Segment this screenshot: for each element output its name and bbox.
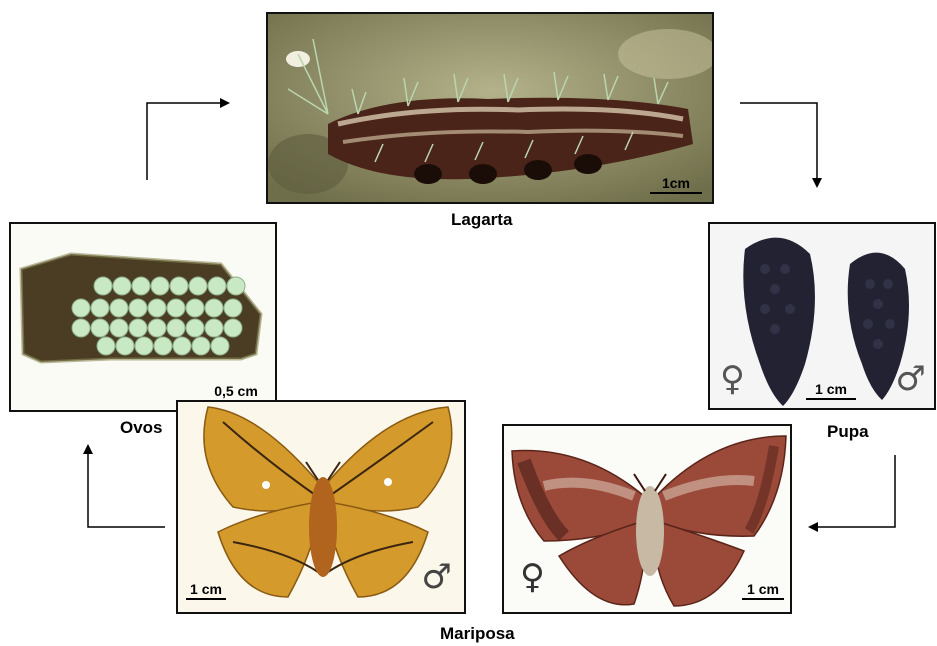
female-moth-scale-bar: 1 cm — [742, 581, 784, 600]
egg — [192, 337, 210, 355]
egg — [129, 299, 147, 317]
female-moth-scale-label: 1 cm — [747, 581, 779, 597]
male-moth-photo: ♂ 1 cm — [176, 400, 466, 614]
egg — [167, 319, 185, 337]
male-moth-scale-line — [186, 598, 226, 600]
egg — [227, 277, 245, 295]
pupa-scale-label: 1 cm — [815, 381, 847, 397]
pupa-label: Pupa — [827, 422, 869, 442]
male-moth-scale-label: 1 cm — [190, 581, 222, 597]
caterpillar-photo: 1cm — [266, 12, 714, 204]
egg — [173, 337, 191, 355]
female-moth-scale-line — [742, 598, 784, 600]
egg — [208, 277, 226, 295]
egg — [205, 299, 223, 317]
egg — [211, 337, 229, 355]
female-symbol-icon: ♀ — [720, 362, 745, 396]
egg-cluster — [72, 277, 245, 355]
male-moth-scale-bar: 1 cm — [186, 581, 226, 600]
caterpillar-illustration — [268, 14, 714, 204]
female-moth-photo: ♀ 1 cm — [502, 424, 792, 614]
arrow-caterpillar-to-pupa — [740, 103, 817, 186]
egg — [116, 337, 134, 355]
pupa-photo: ♀ ♂ 1 cm — [708, 222, 936, 410]
egg — [186, 319, 204, 337]
egg — [148, 299, 166, 317]
egg — [72, 299, 90, 317]
egg — [170, 277, 188, 295]
pupa-scale-line — [806, 398, 856, 400]
eggs-label: Ovos — [120, 418, 163, 438]
egg — [94, 277, 112, 295]
egg — [91, 319, 109, 337]
egg — [167, 299, 185, 317]
caterpillar-scale-line — [650, 192, 702, 194]
egg — [186, 299, 204, 317]
egg — [129, 319, 147, 337]
egg — [205, 319, 223, 337]
egg — [135, 337, 153, 355]
egg — [224, 299, 242, 317]
egg — [148, 319, 166, 337]
egg — [91, 299, 109, 317]
eggs-scale-label: 0,5 cm — [214, 383, 258, 399]
male-symbol-icon: ♂ — [896, 362, 926, 396]
caterpillar-scale-bar: 1cm — [650, 175, 702, 194]
egg — [110, 299, 128, 317]
arrow-pupa-to-moth — [810, 455, 895, 527]
moth-label: Mariposa — [440, 624, 515, 644]
egg — [224, 319, 242, 337]
female-moth-symbol-icon: ♀ — [520, 560, 545, 594]
egg — [154, 337, 172, 355]
egg — [151, 277, 169, 295]
egg — [110, 319, 128, 337]
pupa-scale-bar: 1 cm — [806, 381, 856, 400]
arrow-eggs-to-caterpillar — [147, 103, 228, 180]
egg — [113, 277, 131, 295]
egg — [132, 277, 150, 295]
egg — [97, 337, 115, 355]
egg — [189, 277, 207, 295]
arrow-moth-to-eggs — [88, 446, 165, 527]
caterpillar-label: Lagarta — [451, 210, 512, 230]
caterpillar-scale-label: 1cm — [662, 175, 690, 191]
egg — [72, 319, 90, 337]
eggs-photo: 0,5 cm — [9, 222, 277, 412]
male-moth-symbol-icon: ♂ — [422, 560, 452, 594]
